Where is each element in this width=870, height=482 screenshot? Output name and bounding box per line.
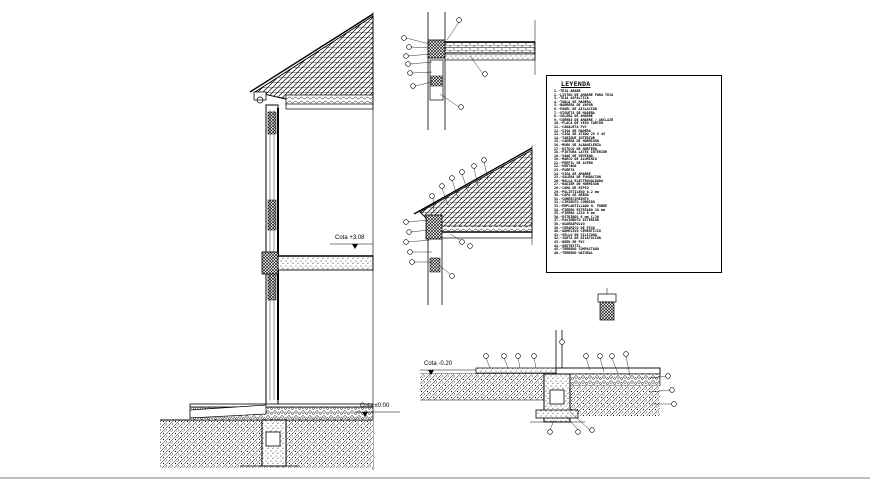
legend-item: 7.-VIGUETA DE MADERA <box>554 110 595 115</box>
legend-title: LEYENDA <box>561 80 591 88</box>
legend-item: 42.-JUNTA DE DILATACION <box>554 236 601 241</box>
legend-item: 29.-POLIETILENO 0,2 mm <box>554 189 599 194</box>
legend-item: 26.-MALLA ELECTROSOLDADA <box>554 178 603 183</box>
level-label-ground: Cota ±0.00 <box>360 403 390 409</box>
legend-item: 30.-CAPA DE ARENA <box>554 193 589 198</box>
legend-item: 14.-TABIQUE INTERIOR <box>554 135 595 140</box>
eave-detail-roof <box>403 145 533 305</box>
legend-item: 9.-CORREA DE AMARRE / ANCLAJE <box>554 117 614 122</box>
legend-item: 23.-PUERTA <box>554 168 575 173</box>
legend-item: 24.-VIGA DE AMARRE <box>554 171 591 176</box>
legend-item: 16.-MURO DE ALBANILERIA <box>554 142 601 147</box>
legend-item: 12.-VIGA DE MADERA <box>554 128 591 133</box>
legend-item: 3.-TEJA ASFALTICA <box>554 96 589 101</box>
legend-item: 6.-PANEL DE AISLACION <box>554 106 597 111</box>
legend-item: 34.-FIERRO ESTRIADO 10 mm <box>554 207 606 212</box>
legend-item: 32.-CIMIENTO CORRIDO <box>554 200 595 205</box>
legend-item: 4.-TABLA DE MADERA <box>554 99 591 104</box>
legend-item: 38.-GUARDAPOLVO <box>554 221 585 226</box>
legend-item: 1.-TEJA ARABE <box>554 89 581 93</box>
level-marker-upper <box>330 243 373 249</box>
upper-floor-slab <box>277 255 374 271</box>
legend-item: 40.-ADHESIVO CEMENTICIO <box>554 229 601 234</box>
level-label-foundation: Cota -0.20 <box>424 361 453 367</box>
legend-item: 27.-RADIER DE HORMIGON <box>554 182 599 187</box>
legend-item: 21.-PERFIL DE ACERO <box>554 160 593 165</box>
foundation-detail <box>420 288 677 435</box>
legend-item: 28.-CAMA DE RIPIO <box>554 186 589 191</box>
legend-item: 18.-PINTURA LATEX INTERIOR <box>554 150 608 155</box>
legend-item: 2.-LISTON DE AMARRE PARA TEJA <box>554 92 614 97</box>
legend-item: 25.-SOLERA DE FUNDACION <box>554 175 601 180</box>
legend-item: 8.-SOLERA DE AMARRE <box>554 114 593 119</box>
eave-detail-top <box>401 12 536 130</box>
legend-item: 33.-EMPLANTILLADO H. POBRE <box>554 204 608 208</box>
legend-item: 11.-CANALETA PVC <box>554 124 587 129</box>
level-marker-ground <box>355 411 400 417</box>
legend-item: 10.-PLACA DE YESO CARTON <box>554 121 603 126</box>
level-label-upper: Cota +3.08 <box>335 235 365 241</box>
legend-item: 31.-SOBRECIMIENTO <box>554 196 589 201</box>
legend-item: 39.-CERAMICO DE PISO <box>554 225 595 230</box>
legend-item: 15.-CADENA DE HORMIGON <box>554 139 599 144</box>
legend-item: 44.-GEOTEXTIL <box>554 243 581 248</box>
legend-item: 22.-VENTANA <box>554 164 577 169</box>
legend-item: 41.-SELLO DE SILICONA <box>554 232 597 237</box>
wall-section-drawing <box>160 12 400 470</box>
legend-item: 5.-BARRERA DE VAPOR <box>554 103 593 108</box>
legend-item: 35.-FIERRO LISO 6 mm <box>554 211 595 216</box>
legend-item: 45.-TERRENO COMPACTADO <box>554 247 599 252</box>
main-roof <box>253 15 374 101</box>
legend-item: 17.-ESTUCO DE MORTERO <box>554 146 597 151</box>
legend-item: 46.-TERRENO NATURAL <box>554 250 593 255</box>
legend-item: 43.-DREN DE PVC <box>554 239 585 244</box>
level-marker-foundation <box>420 369 476 375</box>
legend-item: 37.-PAVIMENTO EXTERIOR <box>554 218 599 223</box>
legend-item: 36.-ESTRIBOS 6 mm C/20 <box>554 214 599 219</box>
legend-item: 13.-VIGA DE ATADO 25 X 45 <box>554 132 606 137</box>
legend-item: 20.-MARCO DE ALUMINIO <box>554 157 597 162</box>
legend-item: 19.-VANO DE VENTANA <box>554 153 593 158</box>
